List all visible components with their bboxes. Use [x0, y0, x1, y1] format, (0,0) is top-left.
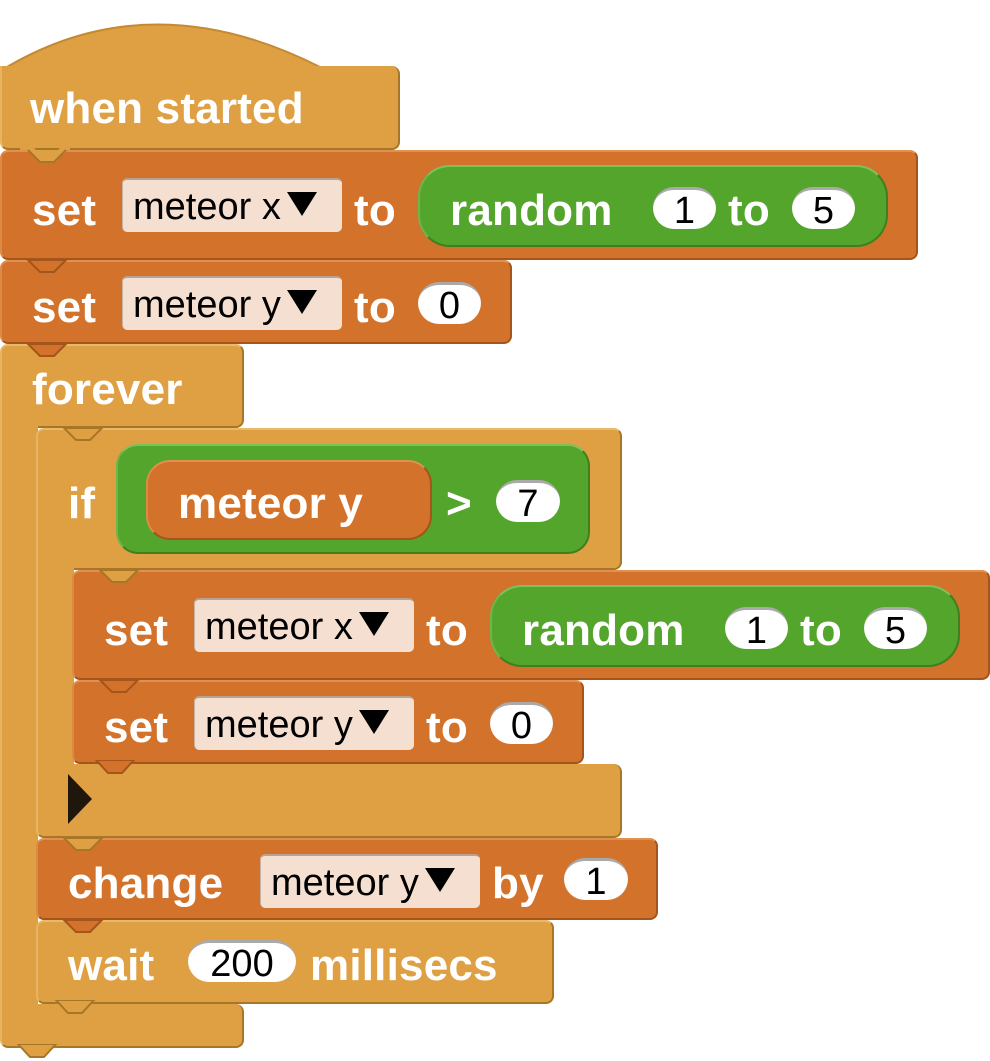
set-variable-block[interactable]: set meteor x to random 1 to 5	[0, 150, 918, 260]
number-value: 1	[585, 861, 607, 903]
set-keyword: set	[32, 283, 97, 332]
forever-footer	[0, 1004, 244, 1048]
number-value: 200	[210, 943, 274, 985]
set-variable-block[interactable]: set meteor y to 0	[0, 260, 512, 344]
to-keyword: to	[426, 703, 468, 752]
variable-dropdown[interactable]: meteor x	[194, 598, 414, 652]
number-value: 0	[438, 285, 461, 327]
number-value: 7	[517, 483, 539, 525]
random-to-input[interactable]: 5	[864, 607, 927, 652]
connector-notch	[97, 679, 141, 693]
when-started-hat-block[interactable]: when started	[0, 66, 400, 150]
connector-notch	[61, 837, 105, 851]
wait-keyword: wait	[68, 941, 155, 990]
dropdown-arrow-icon	[286, 192, 317, 216]
to-keyword: to	[354, 186, 396, 235]
if-footer	[36, 764, 622, 838]
random-from-input[interactable]: 1	[653, 187, 716, 232]
connector-notch	[54, 1000, 96, 1014]
set-keyword: set	[104, 703, 169, 752]
set-keyword: set	[32, 186, 97, 235]
dropdown-arrow-icon	[358, 612, 389, 636]
play-arrow-icon[interactable]	[66, 772, 96, 826]
random-keyword: random	[522, 606, 685, 655]
connector-notch	[25, 259, 69, 273]
to-keyword: to	[728, 186, 770, 235]
variable-dropdown[interactable]: meteor x	[122, 178, 342, 232]
connector-notch	[94, 760, 136, 774]
to-keyword: to	[800, 606, 842, 655]
random-reporter-block[interactable]: random 1 to 5	[418, 165, 888, 247]
change-keyword: change	[68, 859, 224, 908]
forever-keyword: forever	[32, 365, 183, 414]
connector-notch	[20, 146, 70, 163]
variable-dropdown[interactable]: meteor y	[122, 276, 342, 330]
wait-duration-input[interactable]: 200	[188, 940, 296, 985]
connector-notch	[16, 1044, 58, 1058]
to-keyword: to	[426, 606, 468, 655]
variable-name: meteor y	[178, 479, 364, 528]
variable-dropdown[interactable]: meteor y	[194, 696, 414, 750]
number-value: 0	[510, 705, 533, 747]
set-variable-block[interactable]: set meteor x to random 1 to 5	[72, 570, 990, 680]
change-variable-block[interactable]: change meteor y by 1	[36, 838, 658, 920]
change-amount-input[interactable]: 1	[564, 858, 628, 903]
compare-value-input[interactable]: 7	[496, 480, 560, 525]
by-keyword: by	[492, 859, 544, 908]
connector-notch	[61, 427, 105, 441]
number-value: 1	[745, 610, 768, 652]
random-reporter-block[interactable]: random 1 to 5	[490, 585, 960, 667]
variable-name: meteor y	[271, 862, 419, 904]
variable-reporter[interactable]: meteor y	[146, 460, 432, 540]
wait-block[interactable]: wait 200 millisecs	[36, 920, 554, 1004]
to-keyword: to	[354, 283, 396, 332]
value-input[interactable]: 0	[490, 702, 553, 747]
operator-symbol: >	[446, 479, 472, 528]
unit-label: millisecs	[310, 941, 498, 990]
forever-spine	[0, 420, 38, 1010]
dropdown-arrow-icon	[358, 710, 389, 734]
number-value: 1	[673, 190, 696, 232]
dropdown-arrow-icon	[424, 868, 455, 892]
dropdown-arrow-icon	[286, 290, 317, 314]
random-from-input[interactable]: 1	[725, 607, 788, 652]
if-block[interactable]: if meteor y > 7	[36, 428, 622, 570]
number-value: 5	[812, 190, 835, 232]
set-variable-block[interactable]: set meteor y to 0	[72, 680, 584, 764]
variable-name: meteor y	[205, 704, 353, 746]
variable-name: meteor y	[133, 284, 281, 326]
connector-notch	[97, 569, 141, 583]
value-input[interactable]: 0	[418, 282, 481, 327]
forever-block[interactable]: forever	[0, 344, 244, 428]
hat-label: when started	[30, 84, 304, 133]
variable-name: meteor x	[205, 606, 353, 648]
if-spine	[36, 566, 74, 770]
random-keyword: random	[450, 186, 613, 235]
connector-notch	[25, 343, 69, 357]
number-value: 5	[884, 610, 907, 652]
set-keyword: set	[104, 606, 169, 655]
variable-dropdown[interactable]: meteor y	[260, 854, 480, 908]
if-keyword: if	[68, 479, 96, 528]
connector-notch	[61, 919, 105, 933]
variable-name: meteor x	[133, 186, 281, 228]
random-to-input[interactable]: 5	[792, 187, 855, 232]
greater-than-predicate[interactable]: meteor y > 7	[116, 444, 590, 554]
